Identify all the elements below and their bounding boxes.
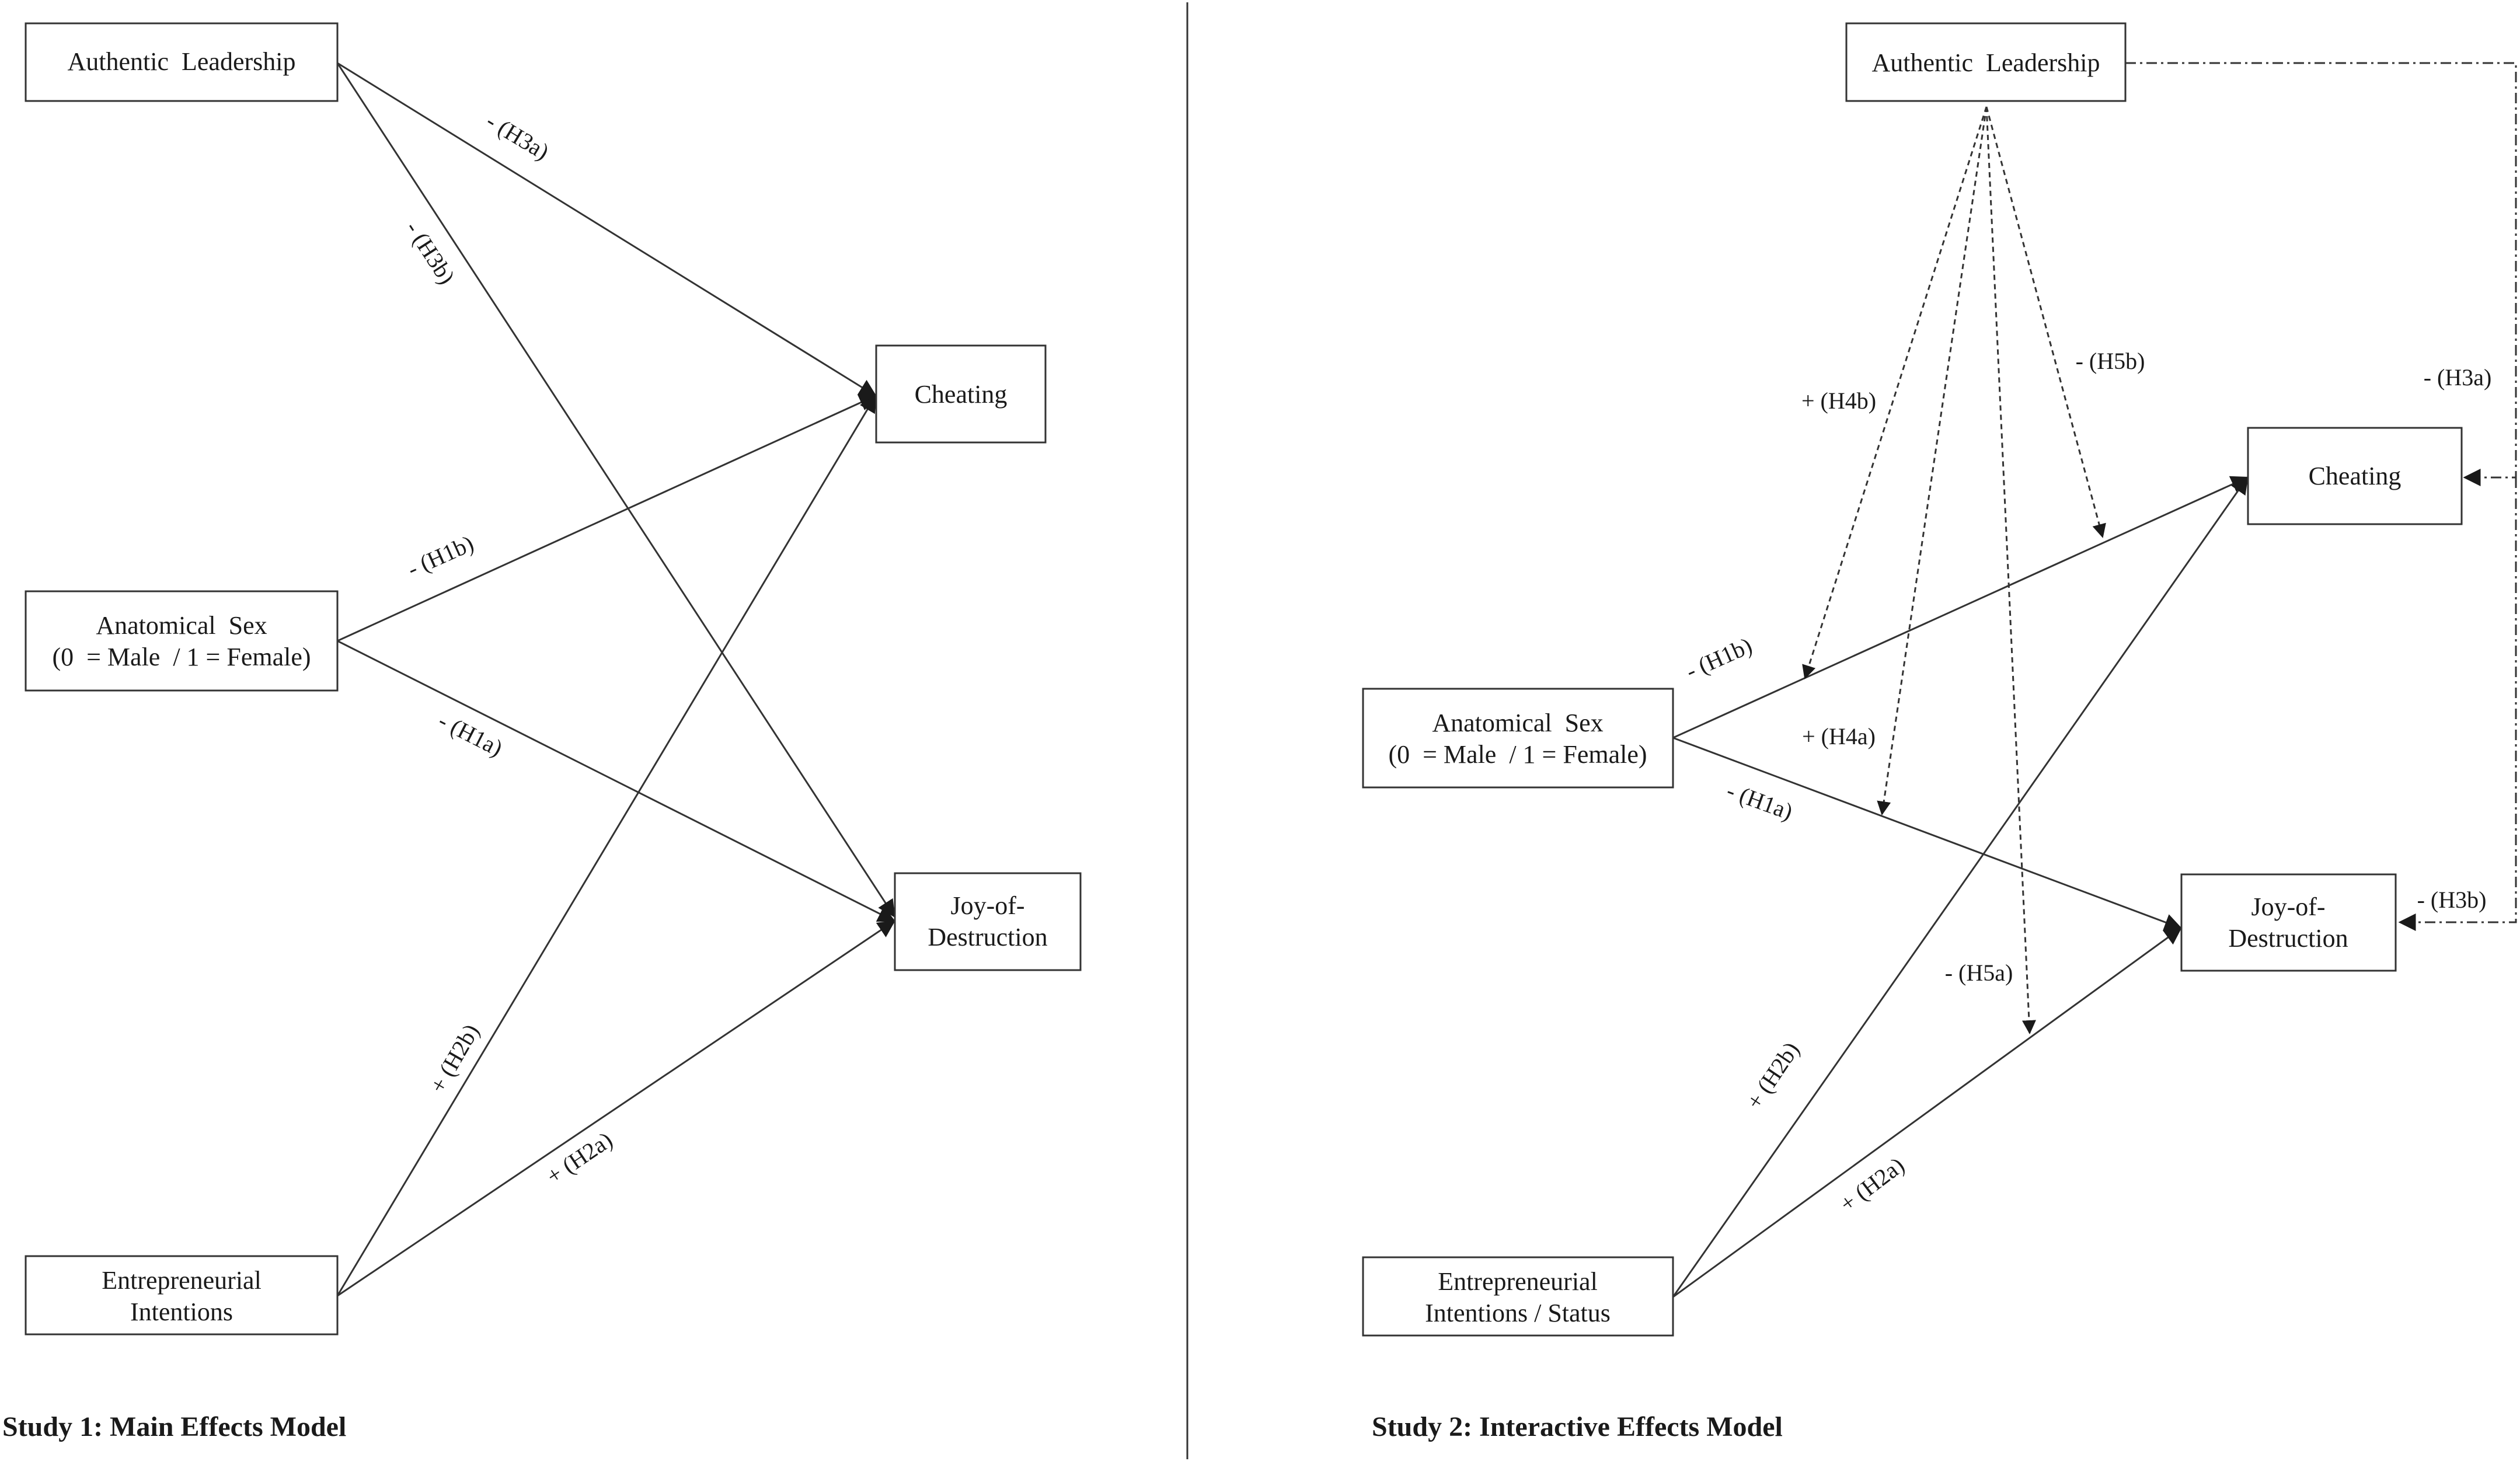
label-h2a: + (H2a) xyxy=(542,1127,617,1190)
node-cheating: Cheating xyxy=(875,344,1047,444)
node-cheating-label: Cheating xyxy=(915,380,1008,409)
label-h5b-s2: - (H5b) xyxy=(2076,348,2145,374)
label-h3b: - (H3b) xyxy=(400,217,460,289)
study-2-caption: Study 2: Interactive Effects Model xyxy=(1372,1411,1783,1442)
edge-h2a-s2 xyxy=(1672,927,2183,1298)
node-entrepreneurial-s2-label-1: Entrepreneurial xyxy=(1438,1267,1598,1296)
study-1-panel: Authentic Leadership Anatomical Sex (0 =… xyxy=(2,22,1082,1442)
node-joy-of-destruction-s2: Joy-of- Destruction xyxy=(2180,873,2397,972)
node-joy-label-1: Joy-of- xyxy=(950,891,1024,920)
edge-h2b xyxy=(336,394,877,1296)
node-cheating-s2-label: Cheating xyxy=(2309,462,2402,490)
node-authentic-leadership-s2: Authentic Leadership xyxy=(1845,22,2127,102)
node-anatomical-sex-s2-coding: (0 = Male / 1 = Female) xyxy=(1388,740,1647,769)
node-cheating-s2: Cheating xyxy=(2247,427,2463,525)
node-joy-s2-label-1: Joy-of- xyxy=(2251,892,2325,921)
node-entrepreneurial-label-1: Entrepreneurial xyxy=(102,1266,262,1295)
edge-h1b-s2 xyxy=(1672,476,2249,739)
edge-h3b-s2 xyxy=(2398,477,2517,931)
node-joy-of-destruction: Joy-of- Destruction xyxy=(894,872,1082,971)
edge-h4b-s2 xyxy=(1802,106,1988,679)
node-anatomical-sex-s2-label: Anatomical Sex xyxy=(1432,709,1603,737)
node-anatomical-sex-label: Anatomical Sex xyxy=(96,611,267,640)
node-anatomical-sex-s2: Anatomical Sex (0 = Male / 1 = Female) xyxy=(1362,688,1674,789)
label-h4b-s2: + (H4b) xyxy=(1801,388,1876,414)
node-joy-label-2: Destruction xyxy=(928,923,1047,951)
label-h3a-s2: - (H3a) xyxy=(2424,364,2492,390)
edge-h1a xyxy=(337,640,896,922)
edge-h4a-s2 xyxy=(1877,106,1988,815)
node-entrepreneurial-label-2: Intentions xyxy=(130,1298,233,1326)
node-anatomical-sex-coding: (0 = Male / 1 = Female) xyxy=(52,643,311,671)
edge-h1a-s2 xyxy=(1672,737,2183,931)
edge-h3b xyxy=(336,62,895,918)
node-entrepreneurial-intentions: Entrepreneurial Intentions xyxy=(25,1255,339,1336)
edge-h2b-s2 xyxy=(1672,476,2249,1298)
edge-h2a xyxy=(337,920,896,1297)
edge-h1b xyxy=(337,394,877,642)
node-authentic-leadership-label: Authentic Leadership xyxy=(68,47,296,76)
label-h1a: - (H1a) xyxy=(434,707,507,761)
study-2-panel: Authentic Leadership Anatomical Sex (0 =… xyxy=(1362,22,2517,1442)
node-entrepreneurial-s2-label-2: Intentions / Status xyxy=(1425,1299,1611,1327)
label-h3a: - (H3a) xyxy=(482,107,553,165)
study-1-caption: Study 1: Main Effects Model xyxy=(2,1411,346,1442)
edge-h3a xyxy=(337,62,877,397)
node-joy-s2-label-2: Destruction xyxy=(2228,924,2348,953)
label-h2b: + (H2b) xyxy=(424,1020,485,1097)
label-h1b-s2: - (H1b) xyxy=(1682,632,1756,684)
node-authentic-leadership: Authentic Leadership xyxy=(25,22,339,102)
node-authentic-leadership-s2-label: Authentic Leadership xyxy=(1872,48,2100,77)
label-h2a-s2: + (H2a) xyxy=(1835,1152,1909,1217)
label-h3b-s2: - (H3b) xyxy=(2417,887,2487,913)
node-anatomical-sex: Anatomical Sex (0 = Male / 1 = Female) xyxy=(25,590,339,692)
label-h4a-s2: + (H4a) xyxy=(1802,723,1876,749)
label-h5a-s2: - (H5a) xyxy=(1945,960,2013,986)
edge-h3a-s2 xyxy=(2125,62,2517,486)
node-entrepreneurial-status-s2: Entrepreneurial Intentions / Status xyxy=(1362,1256,1674,1337)
label-h1a-s2: - (H1a) xyxy=(1723,777,1796,825)
label-h1b: - (H1b) xyxy=(403,530,477,582)
edge-h5a-s2 xyxy=(1985,106,2036,1034)
label-h2b-s2: + (H2b) xyxy=(1741,1037,1804,1114)
